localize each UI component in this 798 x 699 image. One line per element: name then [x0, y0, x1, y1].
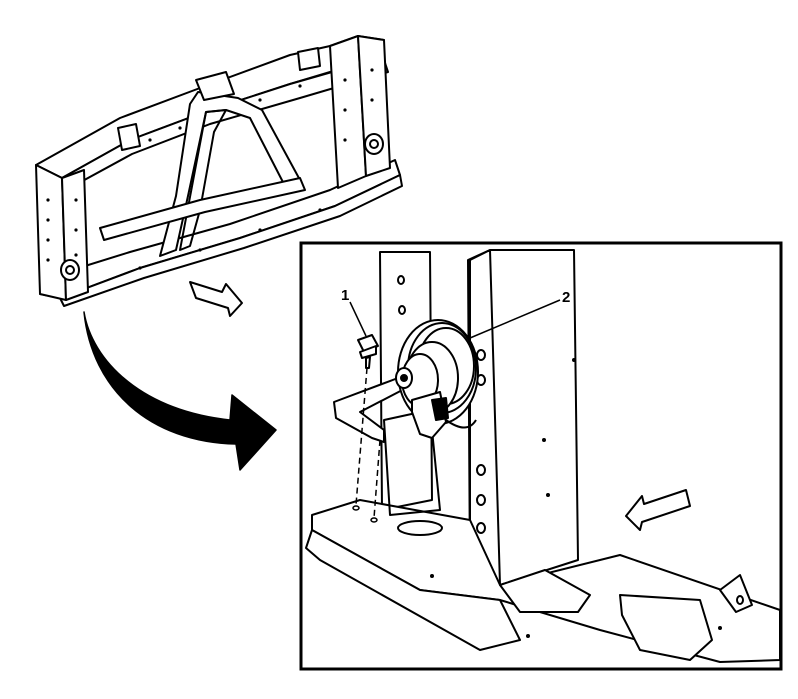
radiator-support-frame: [35, 35, 403, 307]
detail-view: 1 2: [299, 241, 783, 671]
direction-arrow: [189, 281, 243, 317]
alignment-lines: [355, 367, 381, 519]
callout-1-label: 1: [341, 287, 349, 304]
callout-2-label: 2: [562, 289, 570, 306]
frame-fastener-holes: [46, 68, 374, 270]
callout-1-leader: [349, 301, 367, 337]
callout-2-leader: [469, 299, 561, 339]
horn-icon: [333, 319, 479, 443]
detail-direction-arrow: [625, 489, 691, 531]
bolt-icon: [357, 334, 379, 369]
curved-view-arrow: [83, 311, 277, 471]
